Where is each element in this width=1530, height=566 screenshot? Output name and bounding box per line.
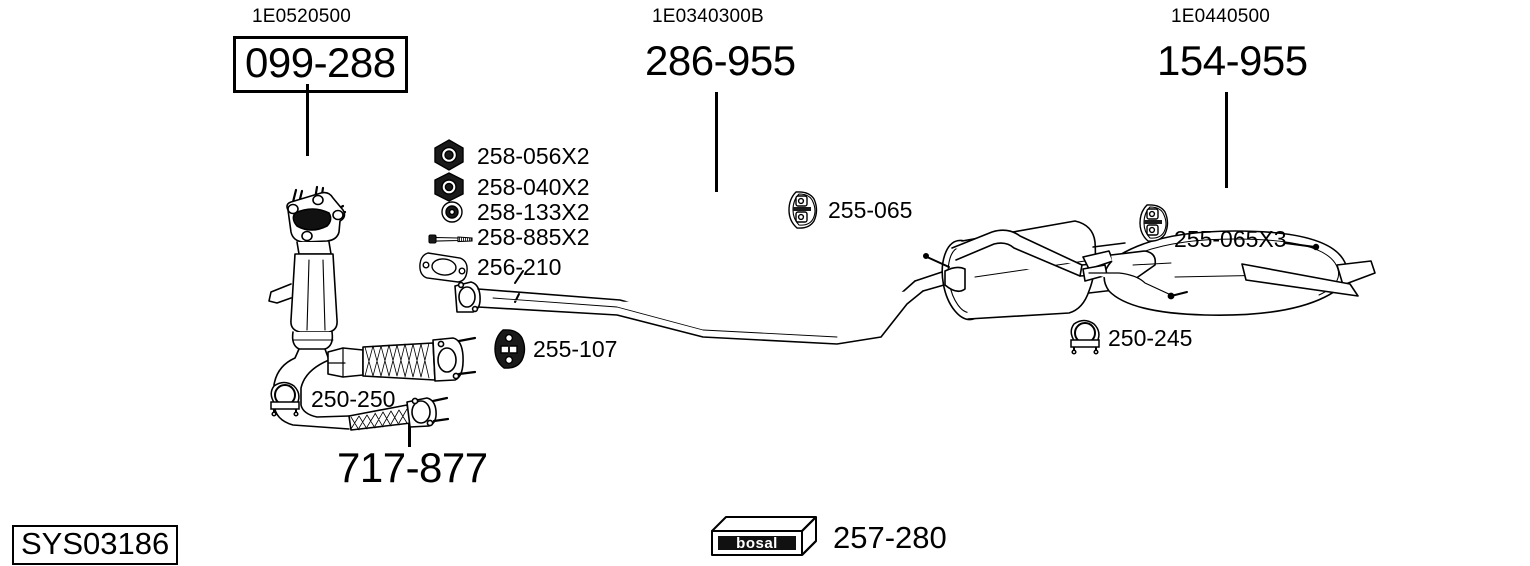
washer-icon [441, 201, 463, 223]
fitting-label-258-040X2: 258-040X2 [477, 174, 590, 200]
gasket-icon [419, 252, 468, 283]
bolt-icon [428, 234, 473, 244]
part-code-286-955: 286-955 [645, 37, 796, 84]
front-pipe-drawing [327, 336, 477, 382]
system-code-text: SYS03186 [12, 525, 179, 565]
tailpipe-drawing [1241, 263, 1359, 297]
loose-part-label-250-250: 250-250 [311, 386, 396, 412]
leader-line-catalytic-converter [306, 84, 309, 156]
part-code-154-955: 154-955 [1157, 37, 1308, 84]
leader-line-rear-silencer [1225, 92, 1228, 188]
loose-part-label-250-245: 250-245 [1108, 325, 1193, 351]
fitting-label-258-133X2: 258-133X2 [477, 199, 590, 225]
hex-nut-icon [434, 172, 464, 202]
bosal-logo-text: bosal [736, 535, 778, 552]
oe-code-centre-silencer: 1E0340300B [652, 6, 764, 27]
fitting-label-258-056X2: 258-056X2 [477, 143, 590, 169]
u-clamp-icon [1070, 319, 1100, 355]
fitting-label-258-885X2: 258-885X2 [477, 224, 590, 250]
leader-line-centre-silencer [715, 92, 718, 192]
leader-line-front-pipe [408, 417, 411, 447]
part-code-099-288: 099-288 [233, 36, 408, 93]
fitting-label-256-210: 256-210 [477, 254, 562, 280]
rubber-hanger-icon [494, 329, 526, 369]
loose-part-label-255-107: 255-107 [533, 336, 618, 362]
rubber-mount-icon [788, 191, 818, 229]
loose-part-label-255-065: 255-065 [828, 197, 913, 223]
part-code-717-877: 717-877 [337, 444, 488, 491]
part-callout-catalytic-converter: 099-288 [233, 36, 408, 93]
oe-code-catalytic-converter: 1E0520500 [252, 6, 352, 27]
oe-code-rear-silencer: 1E0440500 [1171, 6, 1271, 27]
u-clamp-icon [270, 381, 300, 417]
system-code-box: SYS03186 [12, 525, 179, 565]
hex-nut-icon [434, 139, 464, 171]
rubber-mount-icon [1139, 204, 1169, 242]
bosal-logo-icon: bosal [711, 516, 817, 556]
loose-part-label-255-065X3: 255-065X3 [1174, 226, 1287, 252]
brand-part-code-257-280: 257-280 [833, 520, 947, 555]
